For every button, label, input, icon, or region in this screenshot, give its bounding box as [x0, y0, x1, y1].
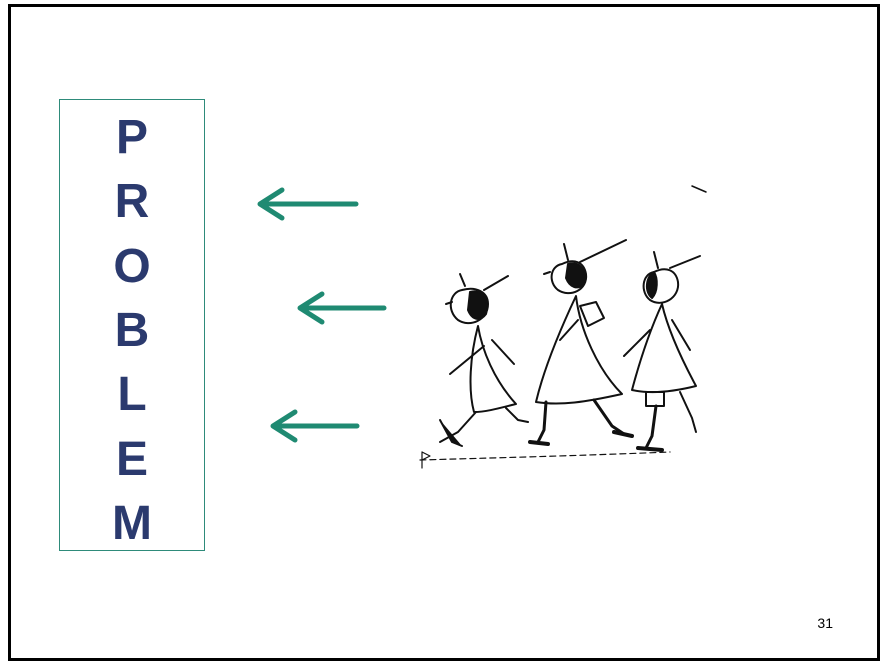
arrow-left-icon: [292, 290, 392, 326]
problem-word-box: P R O B L E M: [59, 99, 205, 551]
problem-letter-o: O: [113, 243, 150, 291]
problem-letter-p: P: [116, 114, 148, 162]
problem-letter-r: R: [115, 178, 150, 226]
arrow-left-icon: [265, 408, 363, 444]
problem-letter-m: M: [112, 500, 152, 548]
arrow-left-icon: [252, 186, 362, 222]
problem-letter-l: L: [117, 371, 146, 419]
problem-letter-b: B: [115, 307, 150, 355]
slide-number: 31: [817, 615, 833, 631]
walking-figures-illustration: [410, 180, 715, 480]
problem-letter-e: E: [116, 436, 148, 484]
